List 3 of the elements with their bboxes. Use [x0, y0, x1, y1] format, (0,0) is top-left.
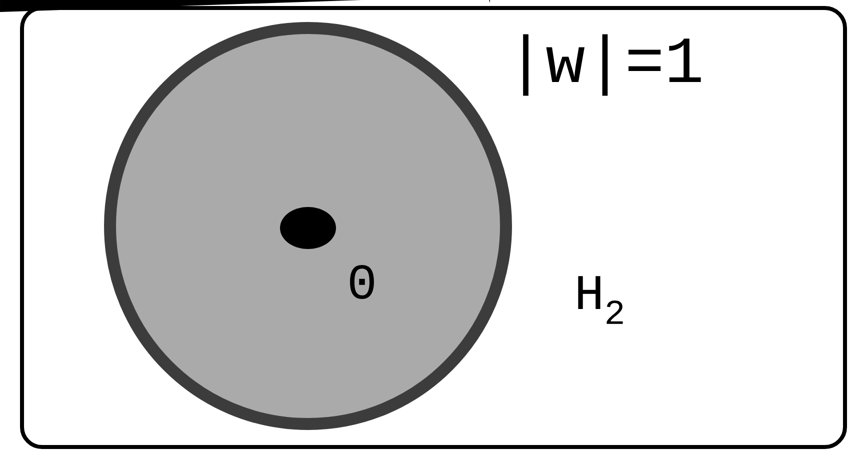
- w-label: |w|=1: [523, 34, 701, 96]
- origin-label: 0: [350, 265, 374, 299]
- region-label: H$_{2}$: [578, 276, 623, 324]
